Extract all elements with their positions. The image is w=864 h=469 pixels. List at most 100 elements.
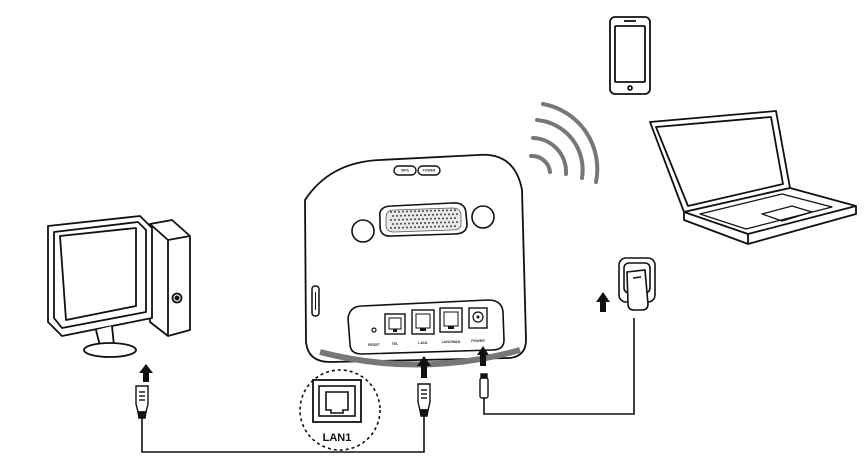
- grille-dot: [428, 213, 430, 216]
- grille-dot: [446, 209, 448, 212]
- grille-dot: [428, 221, 430, 224]
- grille-dot: [392, 223, 394, 225]
- grille-dot: [408, 222, 410, 225]
- grille-dot: [442, 217, 444, 220]
- grille-dot: [456, 221, 458, 224]
- grille-dot: [390, 211, 392, 213]
- grille-dot: [410, 218, 412, 221]
- grille-dot: [448, 221, 450, 224]
- grille-dot: [436, 213, 438, 216]
- zoom-callout-label: LAN1: [323, 432, 352, 444]
- grille-dot: [438, 217, 440, 220]
- grille-dot: [456, 213, 458, 216]
- grille-dot: [406, 218, 408, 221]
- laptop-icon: [649, 110, 857, 245]
- grille-dot: [430, 225, 432, 228]
- grille-dot: [416, 214, 418, 217]
- lan-port-zoom-icon: [312, 379, 362, 423]
- arrow-up-icon: [417, 356, 431, 378]
- tel-port[interactable]: [384, 313, 406, 335]
- grille-dot: [398, 210, 400, 213]
- grille-dot: [426, 209, 428, 212]
- grille-dot: [450, 225, 452, 228]
- grille-dot: [432, 213, 434, 216]
- arrow-up-icon: [139, 364, 153, 382]
- lan2-wan-port[interactable]: [439, 307, 463, 333]
- grille-dot: [406, 210, 408, 213]
- grille-dot: [414, 226, 416, 229]
- arrow-up-icon: [596, 292, 610, 312]
- grille-dot: [418, 210, 420, 213]
- lan1-port[interactable]: [411, 309, 435, 335]
- power-adapter-icon: [626, 269, 649, 311]
- grille-dot: [394, 218, 396, 221]
- arrows: [139, 292, 610, 382]
- grille-dot: [432, 221, 434, 224]
- grille-dot: [434, 225, 436, 228]
- grille-dot: [448, 213, 450, 216]
- grille-dot: [418, 226, 420, 229]
- ethernet-cable: [141, 414, 425, 453]
- grille-dot: [420, 222, 422, 225]
- grille-dot: [398, 226, 400, 229]
- grille-dot: [408, 214, 410, 217]
- speaker-grille: [378, 202, 468, 237]
- grille-dot: [426, 217, 428, 220]
- grille-dot: [404, 222, 406, 225]
- grille-dot: [422, 218, 424, 221]
- grille-dot: [402, 210, 404, 213]
- power-jack[interactable]: [468, 307, 488, 329]
- grille-dot: [424, 222, 426, 225]
- grille-dot: [390, 227, 392, 229]
- grille-dot: [412, 214, 414, 217]
- grille-dot: [444, 221, 446, 224]
- grille-dot: [394, 226, 396, 229]
- power-button-label: POWER: [423, 169, 436, 173]
- grille-dot: [442, 225, 444, 228]
- lan1-label: LAN1: [418, 341, 427, 345]
- grille-dot: [416, 222, 418, 225]
- grille-dot: [434, 209, 436, 212]
- tel-label: TEL: [392, 342, 400, 346]
- grille-dot: [450, 217, 452, 220]
- grille-dot: [400, 222, 402, 225]
- grille-dot: [414, 210, 416, 213]
- power-barrel-plug-icon: [479, 373, 489, 399]
- arrow-up-icon: [477, 346, 489, 366]
- grille-dot: [434, 217, 436, 220]
- grille-dot: [418, 218, 420, 221]
- grille-dot: [396, 222, 398, 225]
- grille-dot: [410, 210, 412, 213]
- power-cable: [483, 318, 635, 415]
- router-back-panel: RESET TEL LAN1 LAN2/WAN POWER: [347, 299, 505, 355]
- smartphone-icon: [609, 16, 651, 95]
- grille-dot: [446, 217, 448, 220]
- grille-dot: [402, 218, 404, 221]
- ethernet-plug-router-icon: [417, 383, 431, 417]
- grille-dot: [440, 213, 442, 216]
- grille-dot: [438, 209, 440, 212]
- grille-dot: [422, 210, 424, 213]
- grille-dot: [406, 226, 408, 229]
- power-button[interactable]: [417, 165, 441, 176]
- grille-dot: [454, 217, 456, 220]
- wps-button[interactable]: [393, 165, 417, 176]
- left-indicator-icon: [351, 219, 375, 243]
- grille-dot: [392, 215, 394, 217]
- grille-dot: [444, 213, 446, 216]
- grille-dot: [394, 210, 396, 213]
- grille-dot: [400, 214, 402, 217]
- wifi-signal-icon: [529, 102, 600, 184]
- grille-dot: [430, 209, 432, 212]
- grille-dot: [390, 219, 392, 221]
- grille-dot: [446, 225, 448, 228]
- reset-button[interactable]: [371, 327, 377, 333]
- grille-dot: [414, 218, 416, 221]
- grille-dot: [454, 225, 456, 228]
- router-top-buttons: WPS POWER: [393, 165, 441, 176]
- cables: [141, 318, 635, 453]
- grille-dot: [398, 218, 400, 221]
- grille-dot: [410, 226, 412, 229]
- grille-dot: [452, 213, 454, 216]
